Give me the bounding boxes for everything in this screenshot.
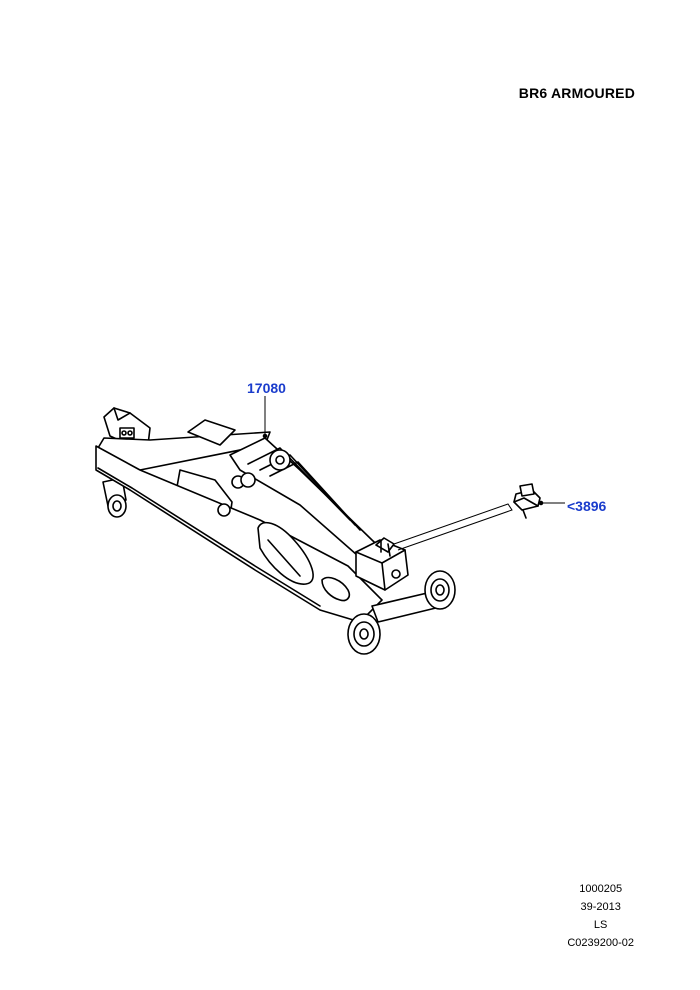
callout-17080[interactable]: 17080	[247, 380, 286, 396]
reference-block: 1000205 39-2013 LS C0239200-02	[567, 880, 634, 952]
ref-illustration-id: C0239200-02	[567, 937, 634, 949]
trolley-jack-icon	[95, 407, 456, 655]
variant-title: BR6 ARMOURED	[518, 85, 635, 101]
ref-code: 1000205	[579, 883, 623, 895]
ref-date: 39-2013	[580, 901, 621, 913]
ref-market: LS	[593, 919, 608, 931]
assembly-line	[393, 503, 513, 551]
flanged-bolt-icon	[513, 483, 541, 519]
callout-3896[interactable]: <3896	[567, 498, 607, 514]
